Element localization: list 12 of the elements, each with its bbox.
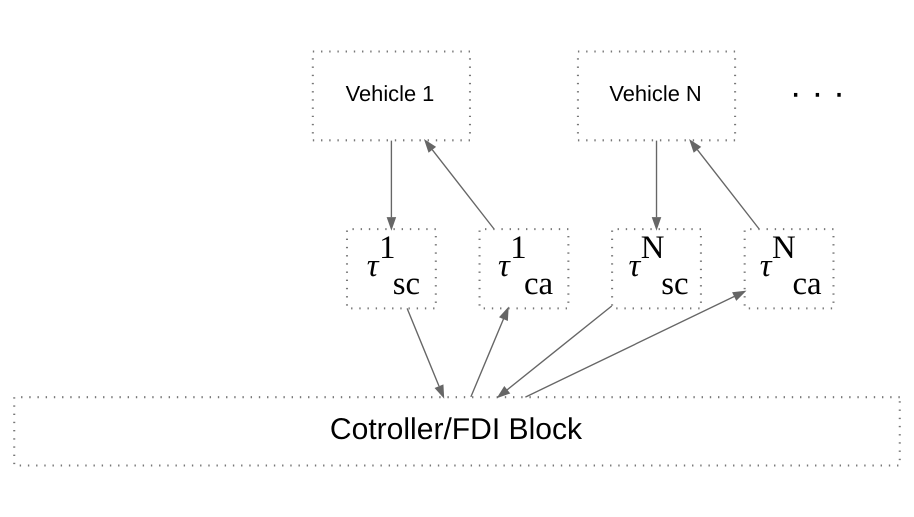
arrow <box>689 138 760 230</box>
arrow <box>406 308 444 399</box>
arrow <box>525 290 746 398</box>
arrow <box>424 138 494 230</box>
arrow <box>470 306 509 398</box>
node-box: Vehicle 1 <box>312 50 471 142</box>
node-box: Vehicle N <box>576 50 736 142</box>
arrow <box>652 140 662 231</box>
arrow <box>496 305 612 398</box>
label: · · · <box>790 72 845 112</box>
arrow <box>386 140 396 231</box>
node-box: Cotroller/FDI Block <box>13 396 901 467</box>
